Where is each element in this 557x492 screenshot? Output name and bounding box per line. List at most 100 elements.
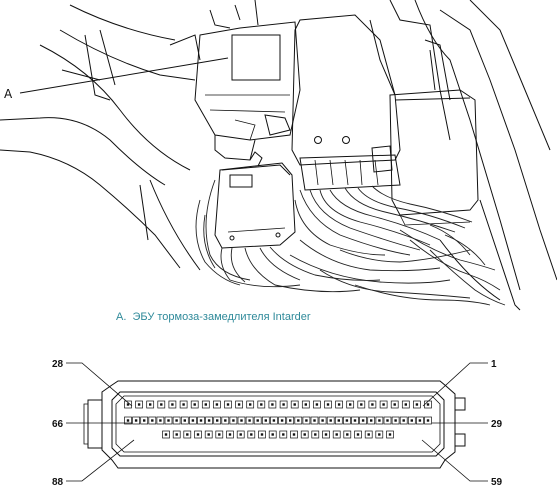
callout-a-leader — [19, 57, 229, 94]
connector-pin-contact — [356, 433, 360, 436]
connector-pin-contact — [237, 403, 241, 406]
connector-pin-contact — [410, 419, 413, 422]
connector-pin-contact — [313, 419, 316, 422]
connector-pin-contact — [199, 419, 203, 422]
connector-pin-contact — [353, 419, 357, 422]
pin-label-88: 88 — [52, 477, 64, 488]
connector-left-tab — [87, 399, 102, 449]
connector-pin-contact — [175, 433, 178, 436]
connector-pin-contact — [137, 403, 141, 406]
connector-right-latch-bottom — [455, 433, 466, 447]
connector-pin-contact — [280, 419, 284, 422]
connector-pin-contact — [228, 433, 232, 436]
connector-pin-contact — [167, 419, 170, 422]
connector-pin-contact — [207, 433, 210, 436]
connector-pin-contact — [314, 433, 317, 436]
connector-pin-contact — [218, 433, 221, 436]
connector-pin-contact — [264, 419, 267, 422]
connector-pin-contact — [126, 419, 130, 422]
connector-pin-contact — [171, 403, 174, 406]
connector-pin-contact — [240, 419, 243, 422]
connector-pin-contact — [175, 419, 178, 422]
connector-pin-contact — [271, 433, 274, 436]
connector-right-latch-top — [455, 397, 466, 411]
connector-pin-contact — [349, 403, 352, 406]
connector-pin-contact — [272, 419, 276, 422]
connector-pin-contact — [182, 403, 185, 406]
connector-pin-contact — [393, 403, 396, 406]
connector-pin-contact — [345, 419, 349, 422]
callout-a-label: A — [4, 87, 13, 101]
caption-text: ЭБУ тормоза-замедлителя Intarder — [132, 311, 310, 323]
connector-pin-contact — [224, 419, 227, 422]
connector-pin-contact — [329, 419, 332, 422]
connector-pin-contact — [239, 433, 242, 436]
connector-pin-contact — [151, 419, 154, 422]
wire-harness — [195, 179, 506, 306]
connector-pin-contact — [404, 403, 407, 406]
connector-pin-contact — [303, 433, 306, 436]
connector-pin-contact — [282, 433, 285, 436]
caption-prefix: A. — [116, 311, 126, 323]
connector-pin-contact — [326, 403, 330, 406]
figure-caption: A. ЭБУ тормоза-замедлителя Intarder — [116, 311, 311, 323]
connector-pin-contact — [382, 403, 385, 406]
connector-pin-contact — [164, 433, 168, 436]
connector-inner-frame — [111, 391, 445, 457]
connector-drawing: 28 1 66 29 88 59 — [52, 359, 503, 488]
connector-pin-contact — [337, 419, 340, 422]
connector-pin-contact — [386, 419, 389, 422]
connector-pin-contact — [335, 433, 338, 436]
connector-pin-contact — [196, 433, 200, 436]
connector-pin-contact — [388, 433, 392, 436]
connector-pin-contact — [315, 403, 319, 406]
connector-pin-contact — [367, 433, 370, 436]
connector-pin-contact — [378, 433, 381, 436]
connector-pin-contact — [250, 433, 253, 436]
connector-pin-contact — [216, 419, 219, 422]
connector-pin-contact — [204, 403, 207, 406]
connector-pin-contact — [260, 403, 263, 406]
connector-pin-contact — [126, 403, 130, 406]
connector-pin-contact — [402, 419, 405, 422]
connector-pin-contact — [394, 419, 397, 422]
pin-label-66: 66 — [52, 419, 64, 430]
connector-pin-contact — [415, 403, 419, 406]
connector-pin-contact — [361, 419, 365, 422]
connector-pin-contact — [191, 419, 195, 422]
pin-label-1: 1 — [491, 359, 497, 370]
pin-28-leader — [66, 362, 133, 407]
pin-label-28: 28 — [52, 359, 64, 370]
pin-label-59: 59 — [491, 477, 503, 488]
connector-pin-contact — [256, 419, 259, 422]
connector-pin-grid — [124, 400, 432, 439]
connector-pin-contact — [134, 419, 138, 422]
connector-pin-contact — [215, 403, 219, 406]
pin-1-leader — [422, 362, 488, 407]
connector-pin-contact — [271, 403, 274, 406]
connector-pin-contact — [304, 403, 307, 406]
connector-pin-contact — [249, 403, 252, 406]
connector-pin-contact — [226, 403, 230, 406]
pin-88-leader — [66, 439, 135, 482]
connector-pin-contact — [282, 403, 285, 406]
connector-pin-contact — [149, 403, 152, 406]
connector-pin-contact — [143, 419, 146, 422]
connector-pin-contact — [321, 419, 324, 422]
connector-pin-contact — [324, 433, 328, 436]
pin-label-29: 29 — [491, 419, 503, 430]
connector-pin-contact — [370, 419, 373, 422]
connector-pin-contact — [193, 403, 196, 406]
connector-housing — [101, 380, 456, 469]
connector-pin-contact — [297, 419, 300, 422]
connector-pin-contact — [426, 403, 430, 406]
ecu-illustration: A — [0, 0, 557, 311]
connector-pin-contact — [248, 419, 251, 422]
connector-pin-contact — [292, 433, 296, 436]
connector-pin-contact — [232, 419, 235, 422]
connector-pin-contact — [337, 403, 341, 406]
connector-pin-contact — [207, 419, 211, 422]
connector-pin-contact — [160, 403, 163, 406]
connector-pin-contact — [186, 433, 189, 436]
